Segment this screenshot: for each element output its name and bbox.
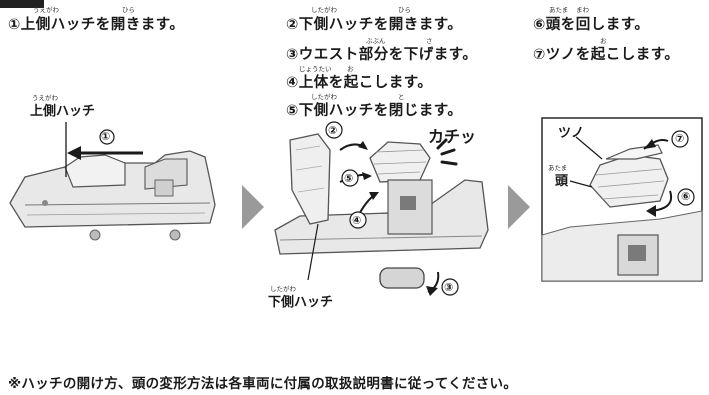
ruby-shitagawa-2: したがわ [311, 93, 337, 101]
horn-shape [605, 144, 663, 160]
step-7-text: ⑦ツノを起こします。 [533, 47, 680, 63]
lower-hatch-shape [289, 133, 331, 225]
sound-effect-label: カチッ [428, 127, 477, 146]
marker-7: ⑦ [675, 132, 685, 145]
label-lower-hatch-ruby: したがわ [270, 285, 296, 293]
step-1-text: ①上側ハッチを開きます。 [8, 17, 185, 33]
footer-note: ※ハッチの開け方、頭の変形方法は各車両に付属の取扱説明書に従ってください。 [8, 376, 518, 392]
panel-3-illustration [540, 115, 704, 285]
label-head: 頭 [555, 174, 569, 189]
upper-hatch-shape [64, 154, 126, 188]
label-upper-hatch: 上側ハッチ [30, 104, 96, 119]
label-upper-hatch-ruby: うえがわ [32, 94, 58, 102]
ruby-o-2: お [600, 37, 607, 45]
step-2-text: ②下側ハッチを開きます。 [286, 17, 463, 33]
ruby-hira: ひら [122, 6, 135, 14]
ruby-to: と [398, 93, 405, 101]
ruby-shitagawa: したがわ [311, 6, 337, 14]
ruby-mawa: まわ [576, 6, 589, 14]
panel-1-illustration [5, 85, 235, 260]
ruby-joutai: じょうたい [299, 65, 332, 73]
label-lower-hatch: 下側ハッチ [268, 295, 334, 310]
panel-2-illustration [270, 120, 495, 305]
marker-5: ⑤ [344, 172, 354, 185]
step-4-text: ④上体を起こします。 [286, 75, 433, 91]
corner-tab [0, 0, 44, 8]
ruby-hira-2: ひら [398, 6, 411, 14]
head-shape [589, 154, 669, 208]
flow-chevron-2 [508, 185, 530, 229]
ruby-uegawa: うえがわ [33, 6, 59, 14]
label-horn: ツノ [558, 126, 585, 141]
toy-body-2 [274, 179, 489, 255]
marker-6: ⑥ [681, 190, 691, 203]
marker-3: ③ [444, 281, 454, 294]
flow-chevron-1 [242, 185, 264, 229]
step-5-text: ⑤下側ハッチを閉じます。 [286, 103, 463, 119]
label-head-ruby: あたま [548, 164, 568, 172]
marker-2: ② [328, 124, 338, 137]
ruby-bubun: ぶぶん [366, 37, 386, 45]
step-3-text: ③ウエスト部分を下げます。 [286, 47, 478, 63]
marker-1: ① [101, 130, 111, 143]
step-6-text: ⑥頭を回します。 [533, 17, 650, 33]
marker-4: ④ [352, 214, 362, 227]
ruby-sa: さ [426, 37, 433, 45]
ruby-atama: あたま [549, 6, 569, 14]
ruby-o: お [347, 65, 354, 73]
